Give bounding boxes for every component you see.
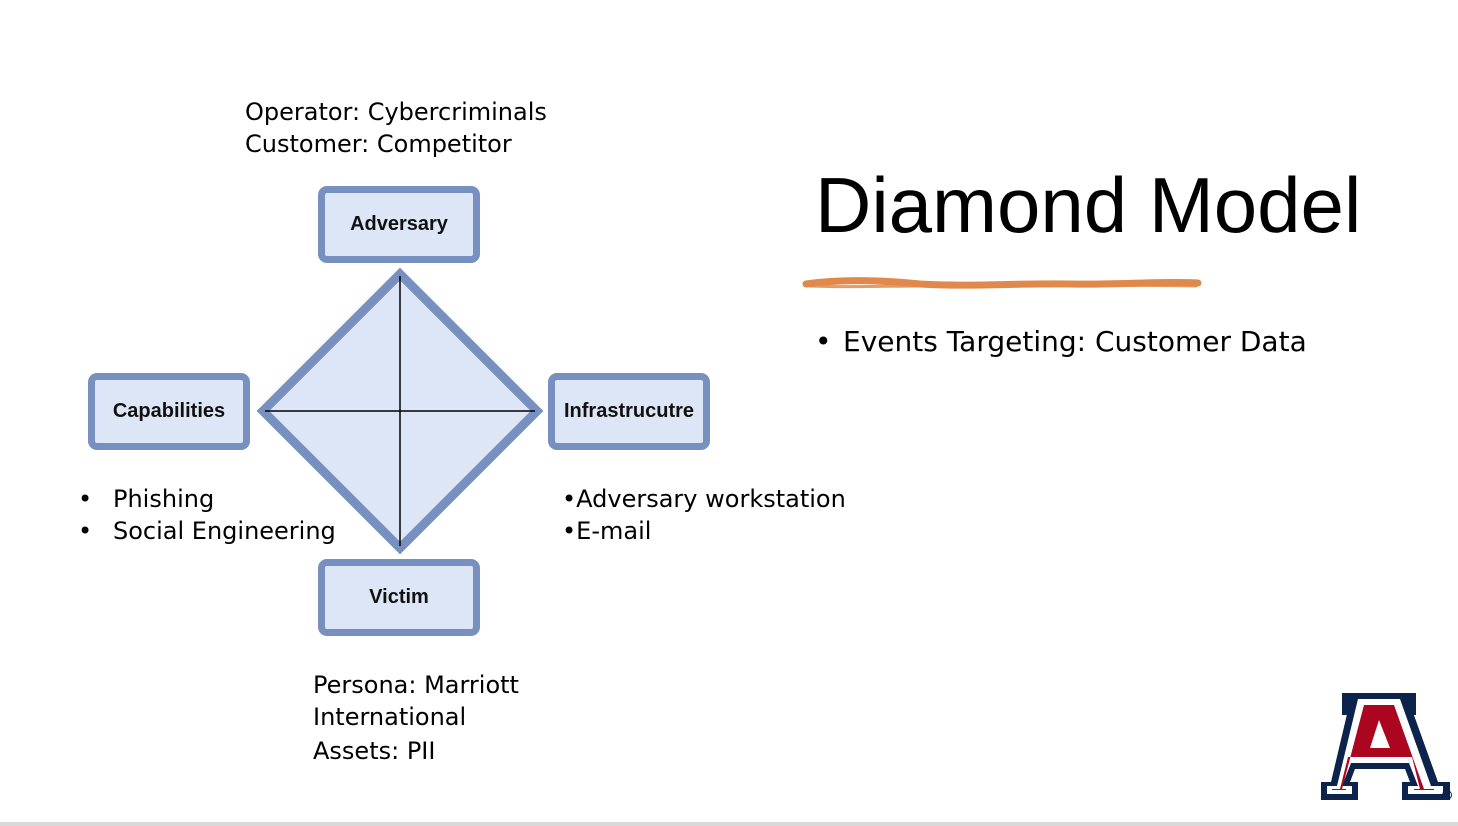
node-infrastructure-label: Infrastrucutre — [563, 400, 695, 422]
node-adversary: Adversary — [318, 186, 480, 263]
adversary-note-customer: Customer: Competitor — [245, 130, 512, 158]
slide-title: Diamond Model — [815, 161, 1362, 249]
diamond-shape — [256, 267, 544, 555]
node-capabilities-label: Capabilities — [112, 400, 226, 422]
victim-note-persona-cont: International — [313, 703, 467, 731]
slide-bullets: Events Targeting: Customer Data — [815, 323, 1307, 361]
svg-text:R: R — [1445, 793, 1450, 800]
victim-note-assets: Assets: PII — [313, 737, 436, 765]
title-underline — [802, 277, 1202, 289]
victim-notes: Persona: Marriott International Assets: … — [313, 669, 519, 767]
node-infrastructure: Infrastrucutre — [548, 373, 710, 450]
node-victim: Victim — [318, 559, 480, 636]
capabilities-note-social-engineering: Social Engineering — [78, 515, 336, 547]
infrastructure-note-email: •E-mail — [562, 517, 652, 545]
node-capabilities: Capabilities — [88, 373, 250, 450]
node-victim-label: Victim — [369, 586, 429, 608]
infrastructure-note-workstation: •Adversary workstation — [562, 485, 846, 513]
infrastructure-notes: •Adversary workstation •E-mail — [562, 483, 846, 547]
adversary-notes: Operator: Cybercriminals Customer: Compe… — [245, 96, 547, 160]
capabilities-notes: Phishing Social Engineering — [78, 483, 336, 547]
university-of-arizona-a-logo-icon: R — [1321, 693, 1452, 800]
victim-note-persona: Persona: Marriott — [313, 671, 519, 699]
node-adversary-label: Adversary — [350, 213, 448, 235]
adversary-note-operator: Operator: Cybercriminals — [245, 98, 547, 126]
slide-bullet-events-targeting: Events Targeting: Customer Data — [815, 323, 1307, 361]
slide-bottom-border — [0, 822, 1458, 826]
capabilities-note-phishing: Phishing — [78, 483, 336, 515]
